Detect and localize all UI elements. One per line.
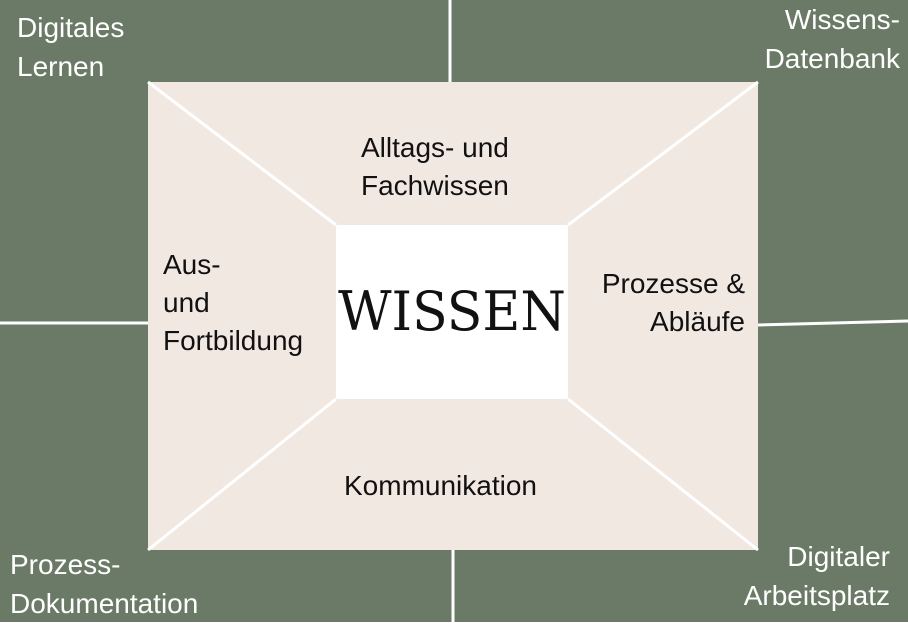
section-label-prozesse-ablaeufe: Prozesse & Abläufe	[602, 265, 745, 341]
section-label-line: Abläufe	[650, 306, 745, 337]
corner-label-line: Wissens-	[784, 4, 900, 35]
center-title: WISSEN	[338, 280, 566, 344]
diagonal-top-right	[567, 80, 759, 227]
corner-label-line: Prozess-	[10, 549, 121, 580]
corner-label-line: Dokumentation	[10, 588, 199, 619]
section-label-aus-fortbildung: Aus- und Fortbildung	[163, 246, 303, 360]
corner-label-line: Arbeitsplatz	[743, 580, 890, 611]
diagonal-top-left	[147, 80, 337, 227]
corner-label-digitales-lernen: Digitales Lernen	[17, 8, 124, 86]
corner-label-prozess-dokumentation: Prozess- Dokumentation	[10, 545, 198, 623]
section-label-line: Aus-	[163, 249, 221, 280]
section-label-line: und	[163, 287, 210, 318]
section-label-line: Prozesse &	[601, 268, 745, 299]
section-label-line: Fortbildung	[163, 325, 304, 356]
section-label-line: Alltags- und	[361, 132, 509, 163]
section-label-alltags-fachwissen: Alltags- und Fachwissen	[361, 129, 509, 205]
section-label-line: Kommunikation	[344, 470, 537, 501]
corner-label-line: Lernen	[17, 51, 105, 82]
section-label-line: Fachwissen	[361, 170, 509, 201]
section-label-kommunikation: Kommunikation	[344, 467, 537, 505]
corner-label-line: Datenbank	[764, 43, 900, 74]
center-box	[336, 225, 568, 399]
corner-label-line: Digitaler	[787, 541, 890, 572]
diagonal-bottom-left	[147, 397, 337, 552]
corner-label-line: Digitales	[17, 12, 125, 43]
corner-label-digitaler-arbeitsplatz: Digitaler Arbeitsplatz	[744, 537, 890, 615]
corner-label-wissens-datenbank: Wissens- Datenbank	[765, 0, 900, 78]
diagonal-bottom-right	[567, 397, 759, 552]
divider-right	[757, 319, 908, 327]
